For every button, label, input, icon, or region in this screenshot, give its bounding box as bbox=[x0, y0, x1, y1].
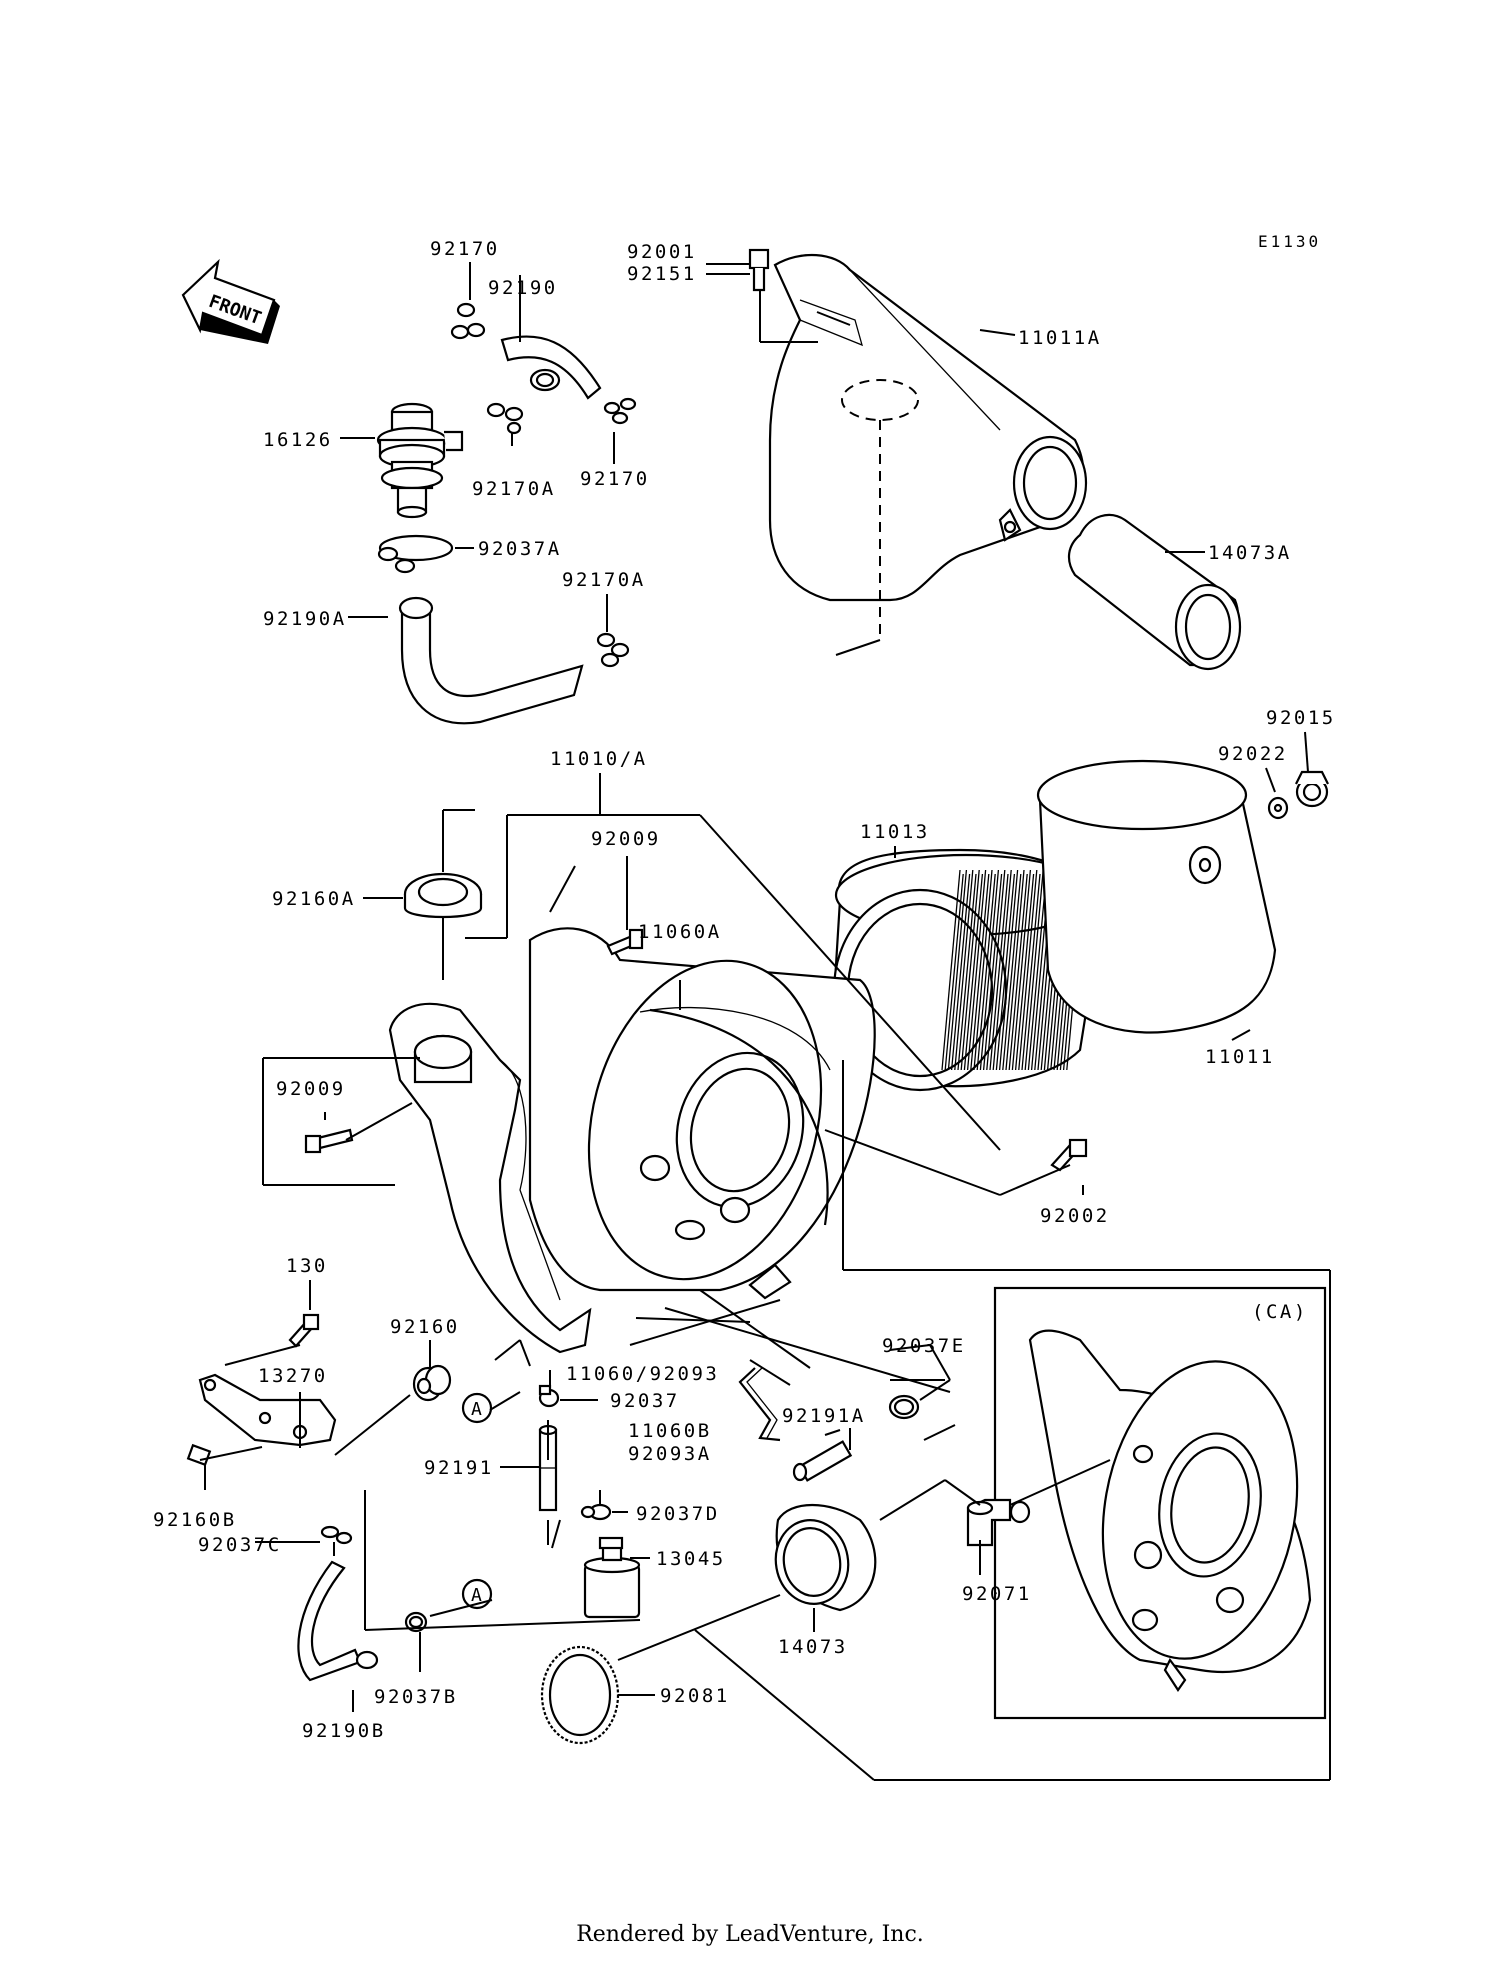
cap-92191A-icon bbox=[792, 1440, 853, 1482]
duct-14073-icon bbox=[774, 1503, 877, 1612]
label-92190: 92190 bbox=[488, 277, 558, 299]
label-92002: 92002 bbox=[1040, 1205, 1110, 1227]
label-13045: 13045 bbox=[656, 1548, 726, 1570]
label-14073: 14073 bbox=[778, 1636, 848, 1658]
clip-92170A-icon bbox=[486, 402, 524, 435]
diagram-code: E1130 bbox=[1258, 232, 1322, 251]
label-92015: 92015 bbox=[1266, 707, 1336, 729]
clamp-92037B-icon bbox=[404, 1611, 428, 1633]
label-92071: 92071 bbox=[962, 1583, 1032, 1605]
upper-housing-11011A-icon bbox=[768, 253, 1088, 602]
label-92170-b: 92170 bbox=[580, 468, 650, 490]
label-92191: 92191 bbox=[424, 1457, 494, 1479]
label-92170-top: 92170 bbox=[430, 238, 500, 260]
label-92001: 92001 bbox=[627, 241, 697, 263]
label-92093A: 92093A bbox=[628, 1443, 712, 1465]
seal-11060B-icon bbox=[738, 1367, 781, 1442]
label-92170A-a: 92170A bbox=[472, 478, 556, 500]
label-92160A: 92160A bbox=[272, 888, 356, 910]
base-11060A-icon bbox=[528, 927, 876, 1300]
bolt-92001-icon bbox=[748, 248, 770, 292]
label-92037D: 92037D bbox=[636, 1503, 720, 1525]
clip-92170-b-icon bbox=[603, 397, 637, 425]
label-92037A: 92037A bbox=[478, 538, 562, 560]
grommet-92160B-icon bbox=[186, 1443, 212, 1467]
label-92037: 92037 bbox=[610, 1390, 680, 1412]
clamp-92081-icon bbox=[540, 1645, 620, 1745]
label-92037E: 92037E bbox=[882, 1335, 966, 1357]
clip-92037D-icon bbox=[580, 1503, 612, 1521]
label-130: 130 bbox=[286, 1255, 328, 1277]
label-11060A: 11060A bbox=[638, 921, 722, 943]
label-92037B: 92037B bbox=[374, 1686, 458, 1708]
bolt-92009-a-icon bbox=[606, 928, 644, 956]
footer-credit: Rendered by LeadVenture, Inc. bbox=[576, 1922, 924, 1947]
nut-92015-icon bbox=[1295, 770, 1329, 808]
base-ca-variant-icon bbox=[1028, 1329, 1312, 1692]
clip-92037C-icon bbox=[320, 1525, 353, 1545]
clamp-92037-icon bbox=[538, 1384, 560, 1408]
ca-variant-label: (CA) bbox=[1252, 1301, 1308, 1323]
bolt-92002-icon bbox=[1050, 1138, 1088, 1172]
label-92160: 92160 bbox=[390, 1316, 460, 1338]
label-92081: 92081 bbox=[660, 1685, 730, 1707]
label-92160B: 92160B bbox=[153, 1509, 237, 1531]
bolt-130-icon bbox=[288, 1313, 320, 1348]
grommet-92160A-icon bbox=[403, 872, 483, 919]
leader-lines bbox=[199, 262, 1331, 1781]
hose-92190A-icon bbox=[398, 596, 584, 725]
cover-11011-icon bbox=[1036, 759, 1277, 1034]
svg-text:A: A bbox=[471, 1399, 482, 1420]
clip-92037A-icon bbox=[377, 534, 454, 574]
label-11013: 11013 bbox=[860, 821, 930, 843]
label-92009-b: 92009 bbox=[276, 1078, 346, 1100]
front-arrow-icon: FRONT bbox=[181, 258, 280, 344]
label-92037C: 92037C bbox=[198, 1534, 282, 1556]
clip-92170-icon bbox=[450, 302, 486, 340]
grommet-92160-icon bbox=[412, 1364, 452, 1402]
label-92190B: 92190B bbox=[302, 1720, 386, 1742]
label-13270: 13270 bbox=[258, 1365, 328, 1387]
duct-14073A-icon bbox=[1067, 513, 1242, 671]
washer-92022-icon bbox=[1267, 796, 1289, 820]
drain-13045-icon bbox=[583, 1536, 641, 1619]
label-92191A: 92191A bbox=[782, 1405, 866, 1427]
ref-a-marker: A A bbox=[461, 1392, 493, 1610]
intake-duct-icon bbox=[388, 1002, 592, 1354]
label-16126: 16126 bbox=[263, 429, 333, 451]
label-14073A: 14073A bbox=[1208, 542, 1292, 564]
svg-text:A: A bbox=[471, 1585, 482, 1606]
hose-92190B-icon bbox=[297, 1560, 379, 1682]
label-92170A-b: 92170A bbox=[562, 569, 646, 591]
label-11060-92093: 11060/92093 bbox=[566, 1363, 719, 1385]
label-92022: 92022 bbox=[1218, 743, 1288, 765]
valve-16126-icon bbox=[376, 402, 464, 519]
bolt-92009-b-icon bbox=[304, 1128, 354, 1154]
label-92151: 92151 bbox=[627, 263, 697, 285]
label-11060B: 11060B bbox=[628, 1420, 712, 1442]
fitting-92071-icon bbox=[966, 1498, 1031, 1547]
clamp-92037E-icon bbox=[888, 1394, 920, 1420]
label-11011A: 11011A bbox=[1018, 327, 1102, 349]
label-92009-a: 92009 bbox=[591, 828, 661, 850]
hose-92190-icon bbox=[500, 335, 602, 400]
plug-92191-icon bbox=[538, 1424, 558, 1512]
label-92190A: 92190A bbox=[263, 608, 347, 630]
label-11010A: 11010/A bbox=[550, 748, 648, 770]
label-11011: 11011 bbox=[1205, 1046, 1275, 1068]
clip-92170A-b-icon bbox=[596, 632, 630, 668]
part-labels: 92170 92190 92001 92151 11011A 16126 921… bbox=[153, 238, 1336, 1742]
